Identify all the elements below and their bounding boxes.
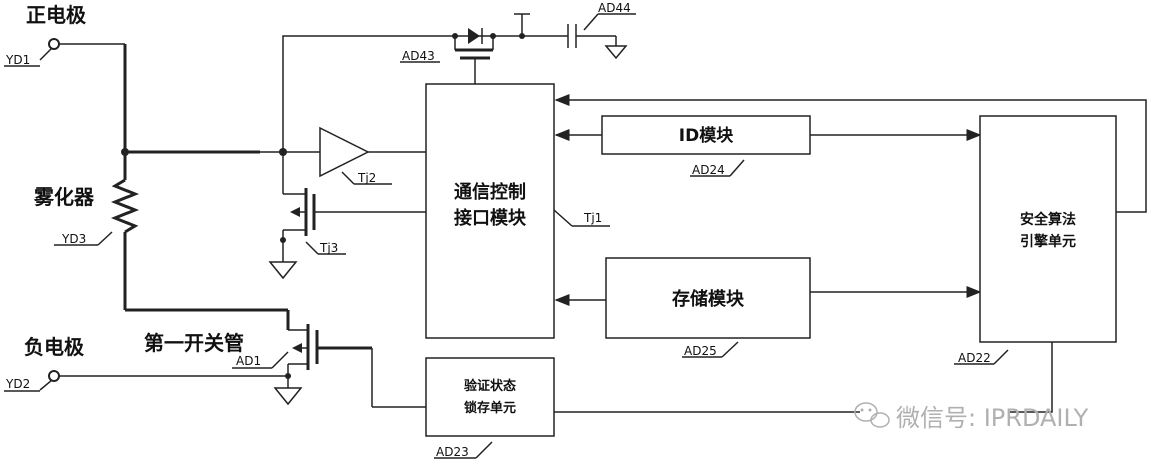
verify-latch-line1: 验证状态 [464,378,516,394]
comm-control-line2: 接口模块 [454,207,527,229]
yd1-label: YD1 [5,53,30,67]
verify-latch-line2: 锁存单元 [464,400,516,416]
first-switch-ad1 [273,310,426,408]
positive-electrode-label: 正电极 [26,3,87,27]
yd3-label: YD3 [61,232,86,246]
comm-control-block [425,83,555,339]
tj2-label: Tj2 [357,171,376,185]
ad43-transistor [452,28,530,84]
ad24-label: AD24 [692,163,725,177]
negative-electrode-label: 负电极 [24,335,85,359]
storage-module-label: 存储模块 [672,288,745,310]
watermark-text: 微信号: IPRDAILY [896,404,1089,432]
ad23-label: AD23 [436,445,469,459]
id-module-label: ID模块 [679,125,734,146]
negative-terminal [39,370,288,391]
yd2-label: YD2 [5,377,30,391]
atomizer-label: 雾化器 [34,185,95,209]
security-engine-line2: 引擎单元 [1020,233,1076,250]
transistor-tj3 [268,152,426,280]
wechat-icon [854,402,890,428]
ad1-label: AD1 [236,354,261,368]
storage-module-block [605,257,811,339]
comparator-tj2 [319,126,426,185]
security-engine-line1: 安全算法 [1020,211,1076,228]
tj1-label: Tj1 [583,211,602,225]
comm-control-line1: 通信控制 [454,181,526,203]
ad22-label: AD22 [958,351,991,365]
ad44-capacitor [514,13,636,60]
first-switch-label: 第一开关管 [144,331,244,355]
verify-latch-block [425,357,555,437]
positive-terminal [39,38,125,61]
ad25-label: AD25 [684,344,717,358]
security-engine-block [979,115,1117,343]
ad44-label: AD44 [598,1,631,15]
ad43-label: AD43 [402,49,435,63]
atomizer-resistor [110,178,140,234]
tj3-label: Tj3 [319,241,338,255]
